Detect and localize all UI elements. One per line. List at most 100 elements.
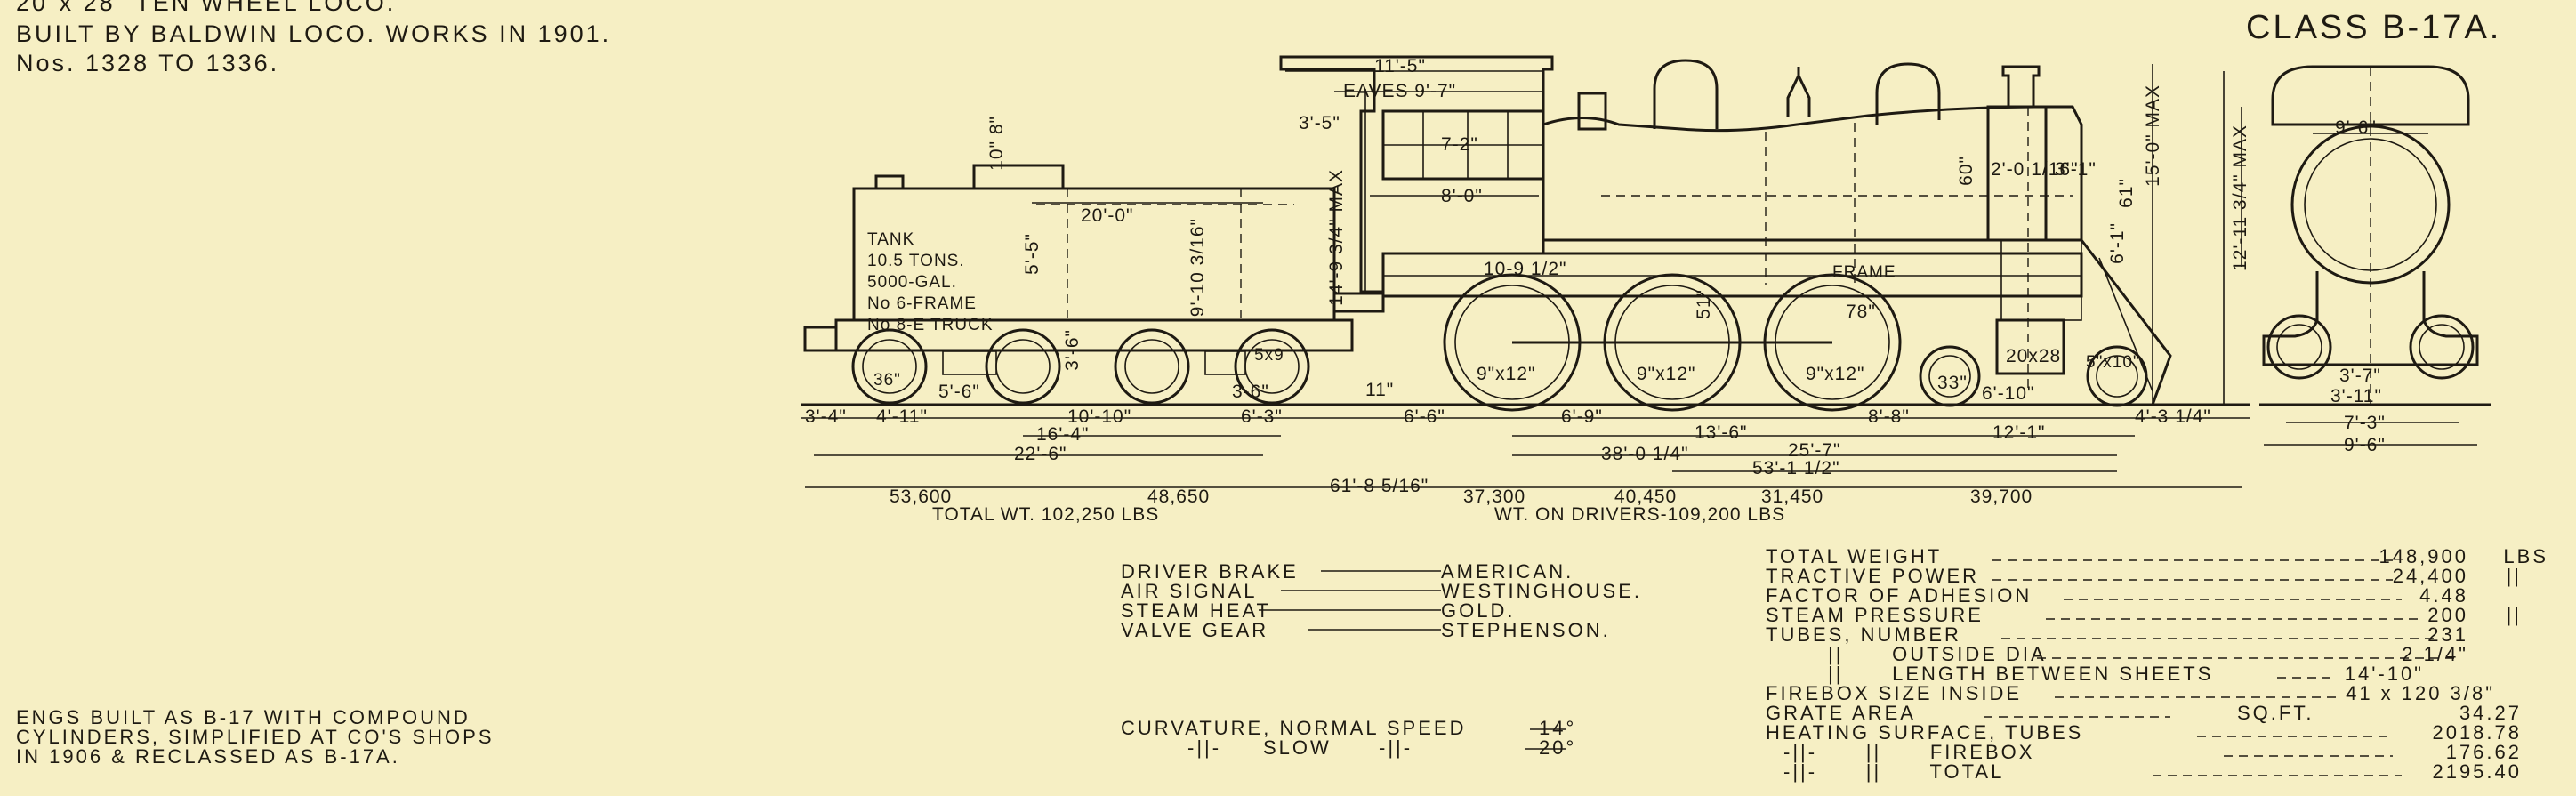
dim-tender-36: 36" <box>873 371 901 390</box>
title-line-1: 20"x 28" TEN WHEEL LOCO. <box>16 0 397 16</box>
dim-cab-inner: 7-2" <box>1441 134 1478 155</box>
dim-5-6: 5'-6" <box>938 382 980 402</box>
stat-label: -||- || FIREBOX <box>1783 741 2035 763</box>
stat-unit: LBS <box>2503 545 2548 567</box>
curvature-normal-value: 14° <box>1539 717 1577 739</box>
equipment-label: STEAM HEAT <box>1121 599 1271 622</box>
stat-leader-lines <box>1259 559 2455 776</box>
weight-driver-1: 40,450 <box>1614 486 1678 507</box>
stat-value: 231 <box>2427 623 2468 646</box>
stat-row: TUBES, NUMBER 231 <box>1766 625 2548 645</box>
stat-value: 34.27 <box>2459 702 2522 724</box>
stat-unit: SQ.FT. <box>2237 702 2314 724</box>
dim-eaves: EAVES 9'-7" <box>1343 81 1457 101</box>
weight-tender-front: 53,600 <box>890 486 953 507</box>
dim-6-6: 6'-6" <box>1404 406 1445 427</box>
dim-truck-5x10: 5"x10" <box>2086 353 2140 372</box>
dim-8-8: 8'-8" <box>1868 406 1910 427</box>
stat-label: HEATING SURFACE, TUBES <box>1766 721 2084 744</box>
driving-wheels <box>1443 273 1902 412</box>
dim-smokebox-60: 60" <box>1956 156 1976 186</box>
end-width-1: 7'-3" <box>2344 413 2386 433</box>
end-height: 12'-11 3/4" MAX <box>2230 125 2250 271</box>
curvature-slow: -||-SLOW-||-20° <box>1187 738 1576 758</box>
stat-label: TOTAL WEIGHT <box>1766 545 1943 567</box>
history-note: ENGS BUILT AS B-17 WITH COMPOUND CYLINDE… <box>16 708 495 767</box>
dim-tender-h1: 5'-5" <box>1022 233 1042 275</box>
dim-6-9: 6'-9" <box>1561 406 1603 427</box>
dim-16-4: 16'-4" <box>1036 424 1090 445</box>
dim-3-6b: 3-6" <box>1232 382 1269 402</box>
curvature-normal-label: CURVATURE, NORMAL SPEED <box>1121 717 1467 739</box>
dim-driver-51: 51" <box>1694 289 1714 319</box>
dim-6-3: 6'-3" <box>1241 406 1283 427</box>
class-title: CLASS B-17A. <box>2246 9 2502 46</box>
stat-label: -||- || TOTAL <box>1783 760 2005 783</box>
dim-cab-height: 8'-0" <box>1441 186 1483 206</box>
stat-label: TUBES, NUMBER <box>1766 623 1961 646</box>
curvature-slow-label: SLOW <box>1263 736 1332 759</box>
cylinder-label-2: 9"x12" <box>1637 364 1696 384</box>
equipment-value: WESTINGHOUSE. <box>1441 580 1643 602</box>
boiler <box>1542 59 2083 391</box>
dim-tender-h2: 9'-10 3/16" <box>1187 218 1208 318</box>
stat-value: 148,900 <box>2379 545 2468 567</box>
stat-label: FACTOR OF ADHESION <box>1766 584 2033 607</box>
tank-note: TANK 10.5 TONS. 5000-GAL. No 6-FRAME No … <box>867 229 994 336</box>
stat-value: 2195.40 <box>2432 760 2522 783</box>
weight-drivers-total: WT. ON DRIVERS-109,200 LBS <box>1494 504 1786 525</box>
cylinder-label-1: 9"x12" <box>1477 364 1536 384</box>
dim-stack-31: 3'-1" <box>2055 159 2097 180</box>
tank-note-line: TANK <box>867 230 915 249</box>
weight-tender-total: TOTAL WT. 102,250 LBS <box>932 504 1160 525</box>
dim-25-7: 25'-7" <box>1788 440 1841 461</box>
equipment-label: VALVE GEAR <box>1121 619 1269 641</box>
dim-61-8: 61'-8 5/16" <box>1330 476 1429 496</box>
dim-3-4: 3'-4" <box>805 406 847 427</box>
end-view <box>2241 65 2479 446</box>
dim-38-0: 38'-0 1/4" <box>1601 444 1689 464</box>
dim-11: 11" <box>1365 380 1395 400</box>
dim-bore: 61" <box>2116 178 2137 208</box>
curvature-slow-ditto: -||- <box>1187 736 1222 759</box>
end-width-2: 9'-6" <box>2344 435 2386 455</box>
stat-label: STEAM PRESSURE <box>1766 604 1984 626</box>
equipment-row: STEAM HEAT GOLD. <box>1121 601 1642 621</box>
end-inner-1: 3'-7" <box>2339 366 2381 386</box>
dim-tender-wheel-3: 3'-6" <box>1062 329 1083 371</box>
dim-tender-5x9: 5x9 <box>1254 346 1284 365</box>
stat-row: -||- || TOTAL 2195.40 <box>1766 762 2548 782</box>
dim-stack-61: 6'-1" <box>2107 222 2128 264</box>
equipment-value: GOLD. <box>1441 599 1516 622</box>
equipment-value: AMERICAN. <box>1441 560 1574 583</box>
weight-driver-3: 39,700 <box>1970 486 2033 507</box>
dim-cab-drop: 3'-5" <box>1299 113 1340 133</box>
note-line: IN 1906 & RECLASSED AS B-17A. <box>16 745 400 768</box>
dim-height-max: 14'-9 3/4" MAX <box>1326 169 1347 306</box>
stat-value: 2018.78 <box>2432 721 2522 744</box>
cylinder-label-3: 9"x12" <box>1806 364 1865 384</box>
builder-line: BUILT BY BALDWIN LOCO. WORKS IN 1901. <box>16 20 612 47</box>
dim-6-10: 6'-10" <box>1982 383 2035 404</box>
stat-unit: || <box>2506 604 2522 626</box>
stat-label: TRACTIVE POWER <box>1766 565 1980 587</box>
dim-4-11: 4'-11" <box>876 406 928 427</box>
weight-driver-2: 31,450 <box>1761 486 1824 507</box>
dim-cab-width: 11'-5" <box>1374 56 1426 76</box>
dim-53-1: 53'-1 1/2" <box>1752 458 1840 478</box>
weight-tender-rear: 48,650 <box>1147 486 1211 507</box>
dim-tender-length: 20'-0" <box>1081 205 1134 226</box>
tank-note-line: No 8-E TRUCK <box>867 316 994 334</box>
stat-value: 14'-10" <box>2344 663 2424 685</box>
